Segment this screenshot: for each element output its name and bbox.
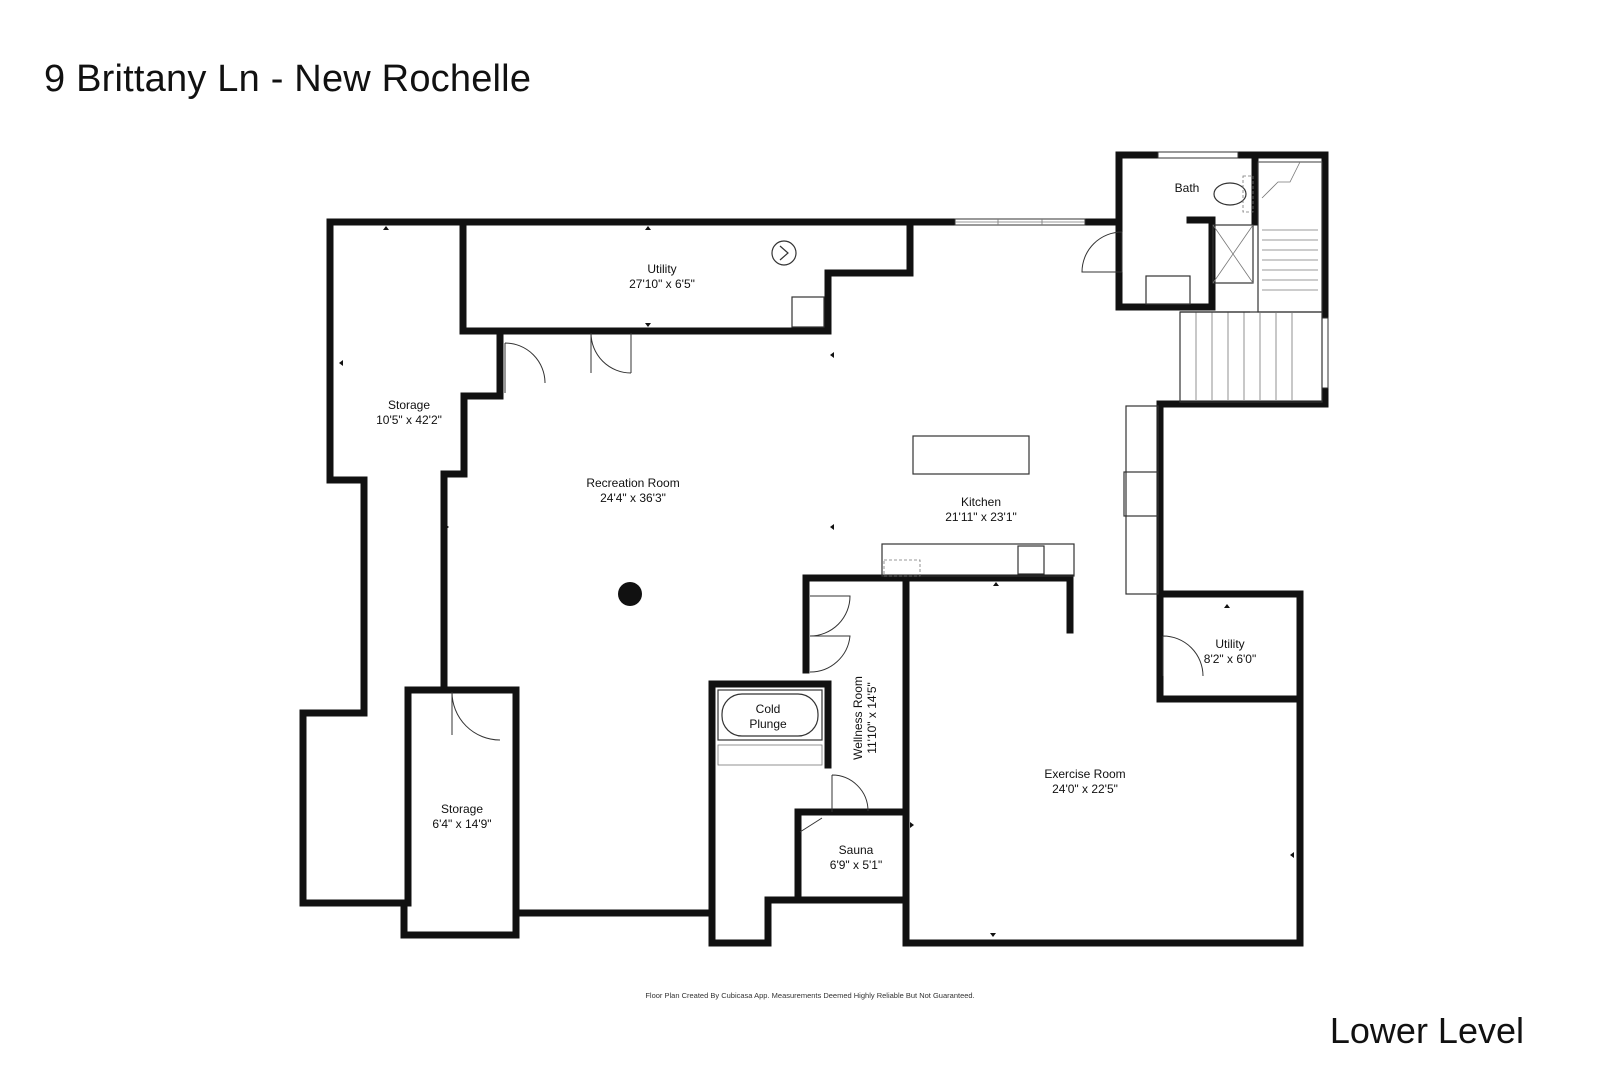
stairs [1179,161,1323,403]
label-sauna: Sauna [839,843,874,857]
dims-storage-small: 6'4" x 14'9" [432,817,491,831]
footer-disclaimer: Floor Plan Created By Cubicasa App. Meas… [645,991,975,1000]
water-heater [771,240,797,266]
page-title: 9 Brittany Ln - New Rochelle [44,58,532,100]
support-column [618,582,642,606]
wall-utility-right [1156,596,1304,703]
wall-exercise-top [902,574,1074,634]
exterior-walls [299,151,1329,947]
kitchen-counter-east [1125,405,1159,595]
label-exercise: Exercise Room [1044,767,1125,781]
label-utility-top: Utility [647,262,676,276]
wall-bath [1115,216,1216,311]
dims-utility-right: 8'2" x 6'0" [1204,652,1256,666]
window-stair [1321,317,1329,389]
dims-exercise: 24'0" x 22'5" [1052,782,1118,796]
wall-utility-top [459,218,914,335]
label-storage-left: Storage [388,398,430,412]
dims-kitchen: 21'11" x 23'1" [945,510,1017,524]
wall-storage-small [400,686,520,939]
label-cold-plunge-2: Plunge [749,717,787,731]
interior-walls [440,156,1304,917]
wall-cold-plunge [708,680,832,917]
dims-storage-left: 10'5" x 42'2" [376,413,442,427]
doors [451,231,1204,833]
wall-bottom-rec [512,590,1304,947]
dims-recreation: 24'4" x 36'3" [600,491,666,505]
dimension-ticks [339,226,1294,937]
kitchen-fixtures [881,405,1159,595]
kitchen-island [912,435,1030,475]
label-bath: Bath [1175,181,1200,195]
label-recreation: Recreation Room [586,476,679,490]
dims-utility-top: 27'10" x 6'5" [629,277,695,291]
label-cold-plunge-1: Cold [756,702,781,716]
level-label: Lower Level [1329,1010,1524,1051]
wall-outline-main [299,218,959,907]
label-storage-small: Storage [441,802,483,816]
kitchen-counter-south [881,543,1075,577]
wall-storage-inner [440,327,504,694]
label-kitchen: Kitchen [961,495,1001,509]
dims-wellness: 11'10" x 14'5" [865,682,879,754]
cold-plunge-tub [717,689,823,766]
label-wellness: Wellness Room [851,676,865,760]
dims-sauna: 6'9" x 5'1" [830,858,882,872]
label-utility-right: Utility [1215,637,1244,651]
bath-fixtures [1145,175,1254,305]
window-bath [1157,151,1239,159]
wall-sauna [794,808,910,904]
